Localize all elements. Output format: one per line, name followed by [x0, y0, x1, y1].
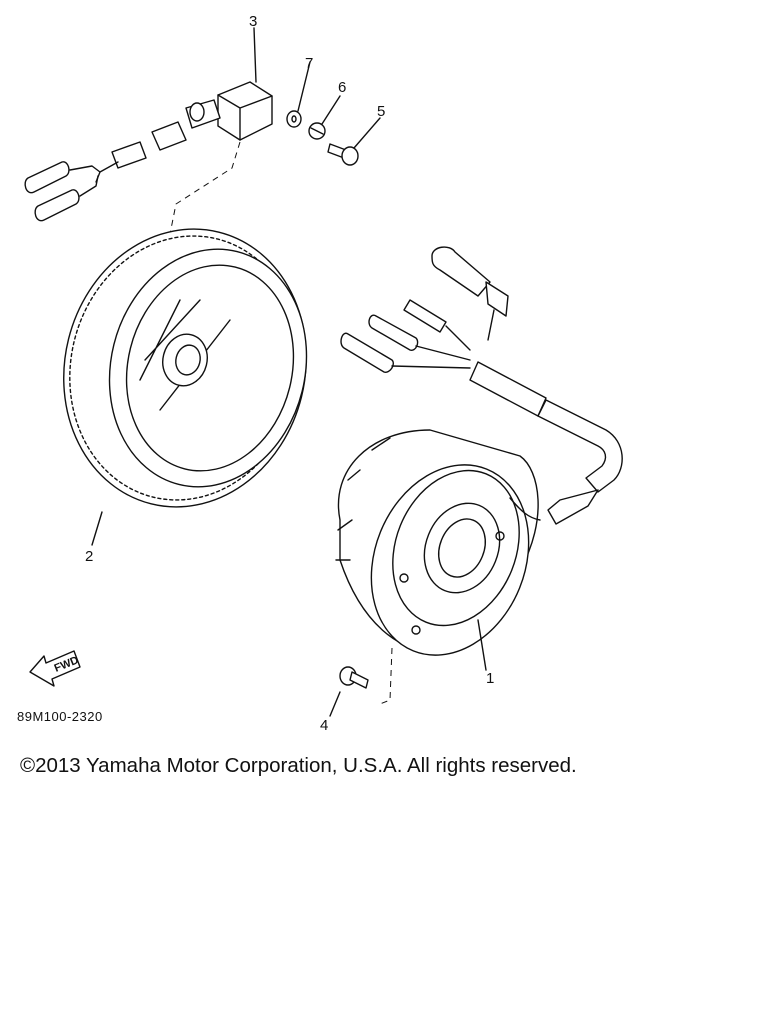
exploded-parts-diagram: FWD 3 7 6 5 2 1 4 89M100-2320	[17, 13, 623, 734]
callout-5: 5	[377, 103, 385, 120]
diagram-part-code: 89M100-2320	[17, 709, 103, 724]
callout-2: 2	[85, 548, 93, 565]
part-4-screw	[329, 666, 369, 717]
callout-7: 7	[305, 55, 313, 72]
callout-3: 3	[249, 13, 257, 30]
part-6-lock-washer	[308, 95, 341, 140]
callout-6: 6	[338, 79, 346, 96]
part-7-washer	[286, 61, 311, 128]
part-3-pulser-coil	[24, 27, 273, 235]
fwd-arrow-icon: FWD	[29, 650, 81, 687]
part-5-screw	[327, 117, 381, 166]
copyright-notice: ©2013 Yamaha Motor Corporation, U.S.A. A…	[20, 754, 577, 777]
part-2-flywheel	[63, 228, 308, 546]
part-1-stator-assembly	[335, 246, 623, 705]
callout-1: 1	[486, 670, 494, 687]
callout-4: 4	[320, 717, 328, 734]
